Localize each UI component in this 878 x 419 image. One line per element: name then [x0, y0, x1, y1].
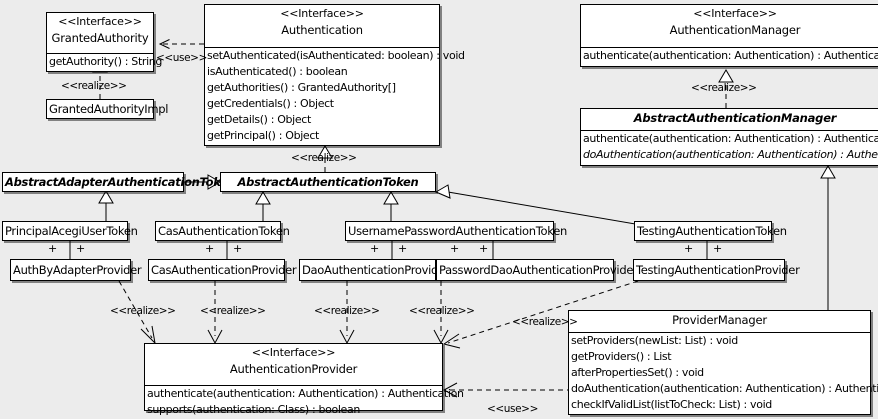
multiplicity-marker: +: [398, 242, 408, 255]
multiplicity-marker: +: [713, 242, 723, 255]
class-granted-authority[interactable]: <<Interface>> GrantedAuthority getAuthor…: [46, 12, 163, 72]
class-authentication-provider[interactable]: <<Interface>> AuthenticationProvider aut…: [144, 343, 464, 416]
edge-label-realize-password-dao-provider: <<realize>>: [409, 305, 475, 317]
operation-item: isAuthenticated() : boolean: [207, 65, 348, 78]
operations-compartment: getAuthority() : String: [47, 53, 163, 70]
multiplicity-marker: +: [76, 242, 86, 255]
edge-label-realize-abstract-authentication-token: <<realize>>: [291, 152, 357, 164]
class-name-label: TestingAuthenticationProvider: [636, 263, 800, 277]
operation-item: authenticate(authentication: Authenticat…: [583, 49, 878, 62]
class-name-label: ProviderManager: [672, 313, 767, 327]
class-authentication[interactable]: <<Interface>> Authentication setAuthenti…: [204, 4, 465, 146]
operation-item: getPrincipal() : Object: [207, 129, 319, 142]
edge-label-realize-testing-provider: <<realize>>: [512, 316, 578, 328]
class-dao-authentication-provider[interactable]: DaoAuthenticationProvider: [299, 259, 450, 281]
edge-generalize-principalacegiusertoken: [98, 190, 114, 221]
edge-generalize-providermanager: [820, 165, 836, 310]
class-header: AbstractAuthenticationManager: [581, 109, 878, 130]
class-name-label: UsernamePasswordAuthenticationToken: [348, 224, 567, 238]
operation-item: getProviders() : List: [571, 350, 672, 363]
class-header: <<Interface>> Authentication: [205, 5, 439, 47]
class-abstract-adapter-authentication-token[interactable]: AbstractAdapterAuthenticationToken: [2, 172, 236, 192]
multiplicity-marker: +: [684, 242, 694, 255]
class-name-label: AuthenticationManager: [669, 22, 801, 37]
class-name-label: GrantedAuthorityImpl: [49, 102, 169, 116]
stereotype-label: <<Interface>>: [280, 7, 364, 20]
stereotype-label: <<Interface>>: [58, 15, 142, 28]
operation-item: authenticate(authentication: Authenticat…: [583, 132, 878, 145]
operation-item: getAuthority() : String: [49, 55, 163, 68]
class-password-dao-authentication-provider[interactable]: PasswordDaoAuthenticationProvider: [436, 259, 638, 281]
operation-item: doAuthentication(authentication: Authent…: [571, 382, 878, 395]
class-granted-authority-impl[interactable]: GrantedAuthorityImpl: [46, 99, 169, 119]
class-name-label: CasAuthenticationToken: [158, 224, 290, 238]
edge-label-realize-cas-provider: <<realize>>: [200, 305, 266, 317]
class-testing-authentication-token[interactable]: TestingAuthenticationToken: [634, 221, 787, 241]
edge-generalize-testingauthenticationtoken: [434, 184, 642, 226]
class-abstract-authentication-manager[interactable]: AbstractAuthenticationManager authentica…: [580, 108, 878, 166]
stereotype-label: <<Interface>>: [251, 346, 336, 359]
operation-item: supports(authentication: Class) : boolea…: [147, 403, 360, 416]
edge-label-use-granted-authority: <<use>>: [156, 52, 207, 64]
class-name-label: TestingAuthenticationToken: [637, 224, 787, 238]
class-header: <<Interface>> AuthenticationProvider: [145, 344, 442, 385]
operations-compartment: authenticate(authentication: Authenticat…: [145, 385, 464, 418]
edge-label-realize-dao-provider: <<realize>>: [314, 305, 380, 317]
class-name-label: Authentication: [281, 22, 363, 37]
operation-item: getDetails() : Object: [207, 113, 311, 126]
multiplicity-marker: +: [233, 242, 243, 255]
operation-item: getAuthorities() : GrantedAuthority[]: [207, 81, 396, 94]
class-name-label: PrincipalAcegiUserToken: [5, 224, 138, 238]
operations-compartment: authenticate(authentication: Authenticat…: [581, 47, 878, 64]
operations-compartment: authenticate(authentication: Authenticat…: [581, 130, 878, 163]
operation-item: setProviders(newList: List) : void: [571, 334, 738, 347]
edge-label-use-provider-manager: <<use>>: [487, 403, 538, 415]
class-principal-acegi-user-token[interactable]: PrincipalAcegiUserToken: [2, 221, 138, 241]
class-name-label: AbstractAdapterAuthenticationToken: [5, 175, 236, 189]
class-testing-authentication-provider[interactable]: TestingAuthenticationProvider: [633, 259, 800, 281]
operation-item: checkIfValidList(listToCheck: List) : vo…: [571, 398, 772, 411]
class-name-label: AuthByAdapterProvider: [13, 263, 142, 277]
multiplicity-marker: +: [479, 242, 489, 255]
operation-item: afterPropertiesSet() : void: [571, 366, 704, 379]
class-auth-by-adapter-provider[interactable]: AuthByAdapterProvider: [10, 259, 142, 281]
class-name-label: AuthenticationProvider: [229, 361, 358, 376]
multiplicity-marker: +: [370, 242, 380, 255]
class-provider-manager[interactable]: ProviderManager setProviders(newList: Li…: [568, 310, 878, 415]
operation-item: doAuthentication(authentication: Authent…: [583, 148, 878, 161]
class-name-label: DaoAuthenticationProvider: [302, 263, 450, 277]
class-name-label: AbstractAuthenticationManager: [633, 111, 837, 125]
multiplicity-marker: +: [205, 242, 215, 255]
class-header: <<Interface>> AuthenticationManager: [581, 5, 878, 47]
class-username-password-authentication-token[interactable]: UsernamePasswordAuthenticationToken: [345, 221, 567, 241]
class-header: <<Interface>> GrantedAuthority: [47, 13, 153, 53]
operations-compartment: setAuthenticated(isAuthenticated: boolea…: [205, 47, 465, 144]
operation-item: authenticate(authentication: Authenticat…: [147, 387, 464, 400]
class-name-label: PasswordDaoAuthenticationProvider: [439, 263, 638, 277]
operation-item: getCredentials() : Object: [207, 97, 334, 110]
class-name-label: GrantedAuthority: [51, 30, 149, 45]
class-name-label: AbstractAuthenticationToken: [237, 175, 419, 189]
class-abstract-authentication-token[interactable]: AbstractAuthenticationToken: [220, 172, 436, 192]
operation-item: setAuthenticated(isAuthenticated: boolea…: [207, 49, 465, 62]
edge-label-realize-granted-authority-impl: <<realize>>: [61, 80, 127, 92]
class-authentication-manager[interactable]: <<Interface>> AuthenticationManager auth…: [580, 4, 878, 67]
class-cas-authentication-provider[interactable]: CasAuthenticationProvider: [148, 259, 297, 281]
edge-generalize-casauthenticationtoken: [255, 191, 271, 221]
multiplicity-marker: +: [48, 242, 58, 255]
multiplicity-marker: +: [450, 242, 460, 255]
operations-compartment: setProviders(newList: List) : void getPr…: [569, 332, 878, 413]
edge-label-realize-auth-by-adapter: <<realize>>: [110, 305, 176, 317]
class-cas-authentication-token[interactable]: CasAuthenticationToken: [155, 221, 290, 241]
stereotype-label: <<Interface>>: [693, 7, 777, 20]
edge-label-realize-abstract-authentication-manager: <<realize>>: [691, 82, 757, 94]
class-name-label: CasAuthenticationProvider: [151, 263, 297, 277]
class-header: ProviderManager: [569, 311, 870, 332]
edge-generalize-usernamepasswordtoken: [383, 191, 399, 221]
